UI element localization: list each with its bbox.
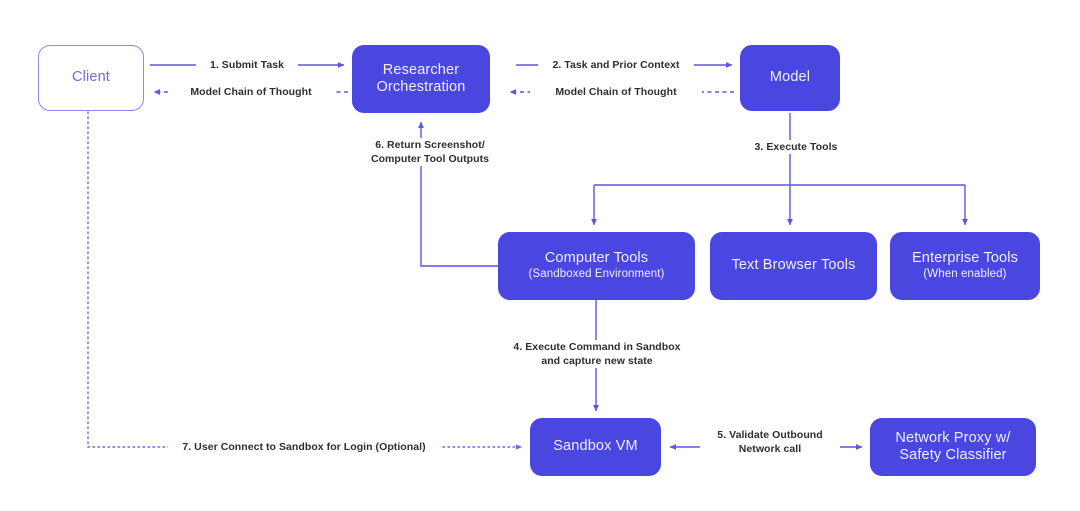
edge-label-validate-outbound-network-call: 5. Validate Outbound Network call: [700, 428, 840, 457]
edge-label-model-chain-of-thought-left: Model Chain of Thought: [168, 85, 334, 100]
node-computer-tools[interactable]: Computer Tools (Sandboxed Environment): [498, 232, 695, 300]
node-text-browser-tools-title: Text Browser Tools: [731, 257, 856, 274]
edge-label-model-chain-of-thought-right: Model Chain of Thought: [530, 85, 702, 100]
node-researcher-orchestration-title: Researcher Orchestration: [376, 61, 466, 95]
node-sandbox-vm-title: Sandbox VM: [553, 438, 638, 455]
node-network-proxy-title: Network Proxy w/ Safety Classifier: [895, 429, 1011, 463]
node-researcher-orchestration[interactable]: Researcher Orchestration: [352, 45, 490, 113]
node-model-title: Model: [769, 69, 811, 86]
node-text-browser-tools[interactable]: Text Browser Tools: [710, 232, 877, 300]
node-enterprise-tools-subtitle: (When enabled): [923, 268, 1007, 281]
edge-label-execute-command-in-sandbox: 4. Execute Command in Sandbox and captur…: [494, 340, 700, 369]
node-client-title: Client: [72, 69, 110, 86]
node-model[interactable]: Model: [740, 45, 840, 111]
node-client[interactable]: Client: [38, 45, 144, 111]
edge-label-return-screenshot: 6. Return Screenshot/ Computer Tool Outp…: [354, 138, 506, 167]
node-computer-tools-subtitle: (Sandboxed Environment): [528, 268, 665, 281]
edge-label-task-and-prior-context: 2. Task and Prior Context: [538, 58, 694, 73]
edge-label-submit-task: 1. Submit Task: [196, 58, 298, 73]
node-computer-tools-title: Computer Tools: [544, 250, 649, 267]
edge-label-user-connect-to-sandbox: 7. User Connect to Sandbox for Login (Op…: [168, 440, 440, 455]
edge-label-execute-tools: 3. Execute Tools: [736, 140, 856, 155]
node-enterprise-tools-title: Enterprise Tools: [911, 250, 1019, 267]
node-sandbox-vm[interactable]: Sandbox VM: [530, 418, 661, 476]
node-enterprise-tools[interactable]: Enterprise Tools (When enabled): [890, 232, 1040, 300]
node-network-proxy[interactable]: Network Proxy w/ Safety Classifier: [870, 418, 1036, 476]
